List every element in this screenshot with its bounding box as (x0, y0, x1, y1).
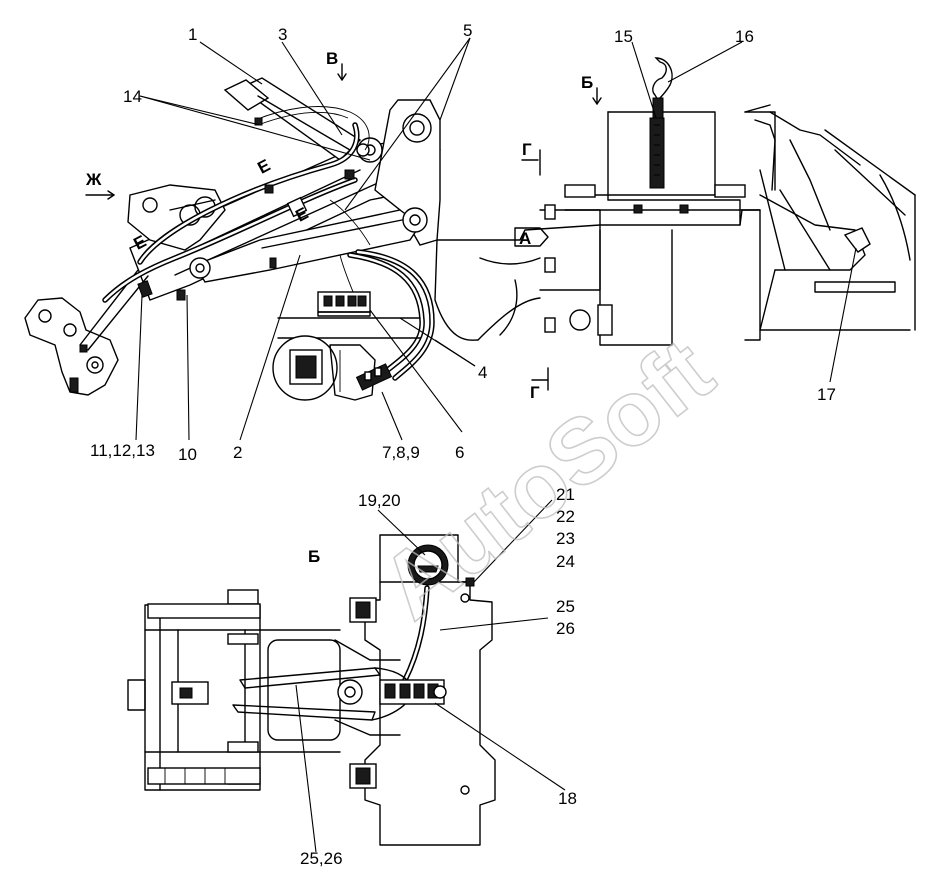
callout-15: 15 (614, 27, 633, 46)
upper-assembly: В Б Г А Ж Г Е Е Е (24, 49, 916, 402)
cylinder-2 (189, 207, 428, 283)
callout-19-20: 19,20 (358, 491, 401, 510)
callout-labels: 1 3 5 14 4 7,8,9 6 2 10 11,12,13 15 16 1… (90, 21, 836, 868)
view-marker-a: А (519, 229, 531, 248)
callout-16: 16 (735, 27, 754, 46)
view-markers: В Б Г А Ж Г Е Е Е (85, 49, 602, 402)
section-marker-e-1: Е (254, 156, 273, 178)
view-marker-b: Б (581, 73, 593, 92)
callout-14: 14 (123, 87, 142, 106)
lower-assembly-view-b: Б (127, 534, 496, 846)
callout-3: 3 (278, 25, 287, 44)
valve-block-18 (379, 679, 447, 705)
callout-10: 10 (178, 445, 197, 464)
valve-block-upper (317, 291, 371, 317)
leader-lines (135, 37, 857, 853)
drive-hub (272, 317, 421, 401)
callout-22: 22 (556, 507, 575, 526)
callout-1: 1 (188, 25, 197, 44)
view-marker-v: В (326, 49, 338, 68)
callout-25-26: 25,26 (300, 849, 343, 868)
callout-4: 4 (478, 363, 487, 382)
clamps (137, 117, 355, 301)
callout-2: 2 (233, 443, 242, 462)
view-marker-zh: Ж (85, 170, 102, 189)
watermark-text: AutoSoft (363, 319, 732, 638)
callout-25: 25 (556, 597, 575, 616)
callout-6: 6 (455, 443, 464, 462)
right-frame (744, 104, 916, 331)
cylinder-1 (223, 77, 370, 161)
lever-handle (649, 57, 673, 189)
callout-18: 18 (558, 789, 577, 808)
view-title-b: Б (308, 547, 320, 566)
callout-17: 17 (817, 385, 836, 404)
bucket-lever (24, 269, 149, 396)
callout-5: 5 (463, 21, 472, 40)
section-marker-g-upper: Г (522, 140, 532, 159)
callout-21: 21 (556, 485, 575, 504)
chassis-body (434, 111, 761, 346)
callout-23: 23 (556, 529, 575, 548)
central-housing (334, 534, 496, 846)
callout-11-12-13: 11,12,13 (90, 441, 155, 460)
callout-26: 26 (556, 619, 575, 638)
callout-7-8-9: 7,8,9 (382, 443, 420, 462)
left-frame (127, 589, 341, 791)
sensor-unit (407, 544, 475, 587)
section-marker-g-lower: Г (530, 383, 540, 402)
callout-24: 24 (556, 552, 575, 571)
hydraulic-hoses (102, 106, 435, 381)
